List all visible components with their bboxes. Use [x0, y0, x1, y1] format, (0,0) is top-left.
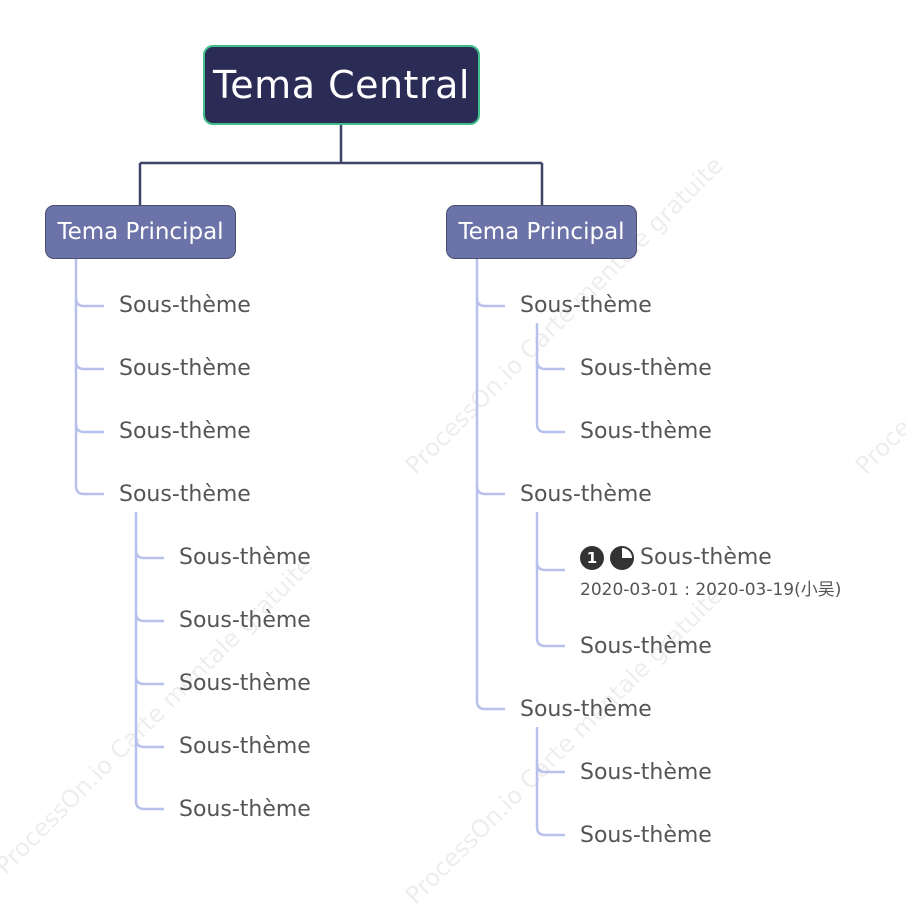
task-date-note: 2020-03-01 : 2020-03-19(小吴)	[580, 580, 842, 600]
connector-right-nested-spine	[535, 727, 565, 837]
subtopic[interactable]: Sous-thème	[520, 293, 652, 318]
connector-right-nested-branch	[535, 763, 565, 774]
pie-three-quarter-icon	[610, 546, 634, 570]
connector-left-nested-branch	[134, 612, 164, 623]
connector-right-nested-branch	[535, 561, 565, 572]
subtopic[interactable]: Sous-thème	[179, 608, 311, 633]
connector-right-spine	[475, 259, 505, 711]
connector-left-nested-branch	[134, 675, 164, 686]
subtopic[interactable]: Sous-thème	[119, 419, 251, 444]
connector-left-nested-spine	[134, 512, 164, 811]
central-topic[interactable]: Tema Central	[203, 45, 480, 125]
subtopic[interactable]: Sous-thème	[179, 734, 311, 759]
subtopic[interactable]: Sous-thème	[119, 356, 251, 381]
connector-right-branch	[475, 485, 505, 496]
connector-right-branch	[475, 297, 505, 308]
subtopic[interactable]: Sous-thème	[179, 545, 311, 570]
connector-left-branch	[74, 297, 104, 308]
subtopic[interactable]: Sous-thème	[580, 634, 712, 659]
main-topic-right[interactable]: Tema Principal	[446, 205, 637, 259]
connector-central	[138, 125, 544, 205]
subtopic-label: Sous-thème	[640, 545, 772, 570]
main-topic-left[interactable]: Tema Principal	[45, 205, 236, 259]
connector-left-nested-branch	[134, 738, 164, 749]
connector-left-nested-branch	[134, 549, 164, 560]
subtopic[interactable]: Sous-thème	[580, 760, 712, 785]
subtopic-with-task[interactable]: 1 Sous-thème 2020-03-01 : 2020-03-19(小吴)	[580, 545, 841, 600]
subtopic[interactable]: Sous-thème	[580, 356, 712, 381]
connector-left-spine	[74, 259, 104, 496]
connector-left-branch	[74, 360, 104, 371]
subtopic[interactable]: Sous-thème	[520, 482, 652, 507]
connector-right-nested-branch	[535, 360, 565, 371]
priority-1-icon: 1	[580, 546, 604, 570]
subtopic[interactable]: Sous-thème	[179, 671, 311, 696]
subtopic[interactable]: Sous-thème	[119, 482, 251, 507]
connector-right-nested-spine	[535, 512, 565, 648]
subtopic[interactable]: Sous-thème	[580, 823, 712, 848]
subtopic[interactable]: Sous-thème	[580, 419, 712, 444]
connector-right-nested-spine	[535, 323, 565, 434]
subtopic[interactable]: Sous-thème	[179, 797, 311, 822]
subtopic[interactable]: Sous-thème	[520, 697, 652, 722]
subtopic[interactable]: Sous-thème	[119, 293, 251, 318]
connector-left-branch	[74, 423, 104, 434]
